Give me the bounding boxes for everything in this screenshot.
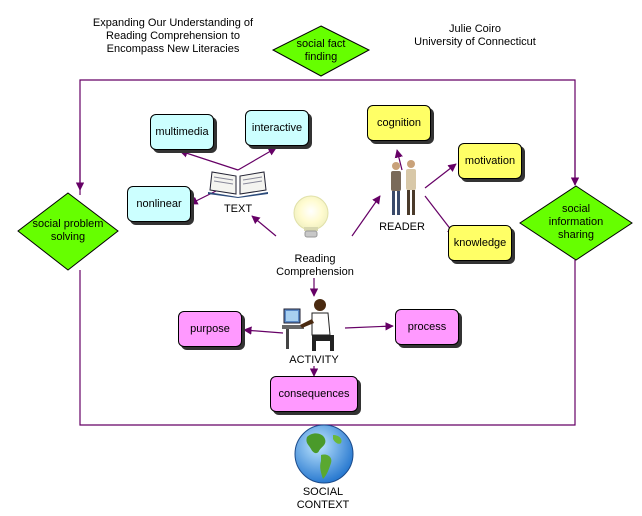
arrow-text-multimedia xyxy=(179,149,239,171)
title-line: Expanding Our Understanding of xyxy=(92,17,254,29)
author-block: Julie Coiro University of Connecticut xyxy=(405,23,545,49)
globe-icon xyxy=(294,424,354,484)
diamond-text: solving xyxy=(50,231,86,243)
arrow-center-text xyxy=(251,215,277,237)
diamond-text: social xyxy=(561,203,591,215)
diamond-text: social fact xyxy=(296,38,346,50)
lightbulb-icon xyxy=(293,195,329,238)
box-process: process xyxy=(395,309,459,345)
diamond-text: social problem xyxy=(32,218,104,230)
arrow-activity-purpose xyxy=(243,326,284,335)
arrow-activity-process xyxy=(344,322,394,331)
diamond-top-shape xyxy=(271,25,371,77)
social-context-label: SOCIAL CONTEXT xyxy=(285,486,361,512)
diamond-text: sharing xyxy=(557,229,595,241)
arrow-reader-cognition xyxy=(394,149,403,171)
author-name: Julie Coiro xyxy=(449,23,501,35)
diamond-text: information xyxy=(548,216,604,228)
arrow-text-nonlinear xyxy=(189,189,219,205)
reading-comprehension-label: Reading Comprehension xyxy=(270,253,360,279)
context-text: SOCIAL xyxy=(302,486,344,498)
diamond-text: finding xyxy=(304,51,338,63)
diagram-title: Expanding Our Understanding of Reading C… xyxy=(88,17,258,56)
diamond-left-shape xyxy=(17,192,119,271)
diamond-social-information-sharing: social information sharing xyxy=(530,203,622,242)
box-cognition: cognition xyxy=(367,105,431,141)
title-line: Encompass New Literacies xyxy=(106,43,240,55)
label-text: TEXT xyxy=(223,203,253,215)
open-book-icon xyxy=(208,171,268,198)
arrow-text-interactive xyxy=(237,147,277,171)
arrow-reader-motivation xyxy=(424,163,457,189)
box-nonlinear: nonlinear xyxy=(127,186,191,222)
label-reader: READER xyxy=(379,221,425,233)
diamond-social-fact-finding: social fact finding xyxy=(283,38,359,64)
context-text: CONTEXT xyxy=(296,499,350,511)
box-multimedia: multimedia xyxy=(150,114,214,150)
diamond-right-shape xyxy=(519,185,633,261)
box-motivation: motivation xyxy=(458,143,522,179)
center-text: Comprehension xyxy=(276,266,354,278)
readers-people-icon xyxy=(391,160,416,215)
box-purpose: purpose xyxy=(178,311,242,347)
diamond-social-problem-solving: social problem solving xyxy=(18,218,118,244)
author-affiliation: University of Connecticut xyxy=(414,36,536,48)
box-knowledge: knowledge xyxy=(448,225,512,261)
arrow-center-reader xyxy=(351,195,381,237)
center-text: Reading xyxy=(294,253,336,265)
box-interactive: interactive xyxy=(245,110,309,146)
box-consequences: consequences xyxy=(270,376,358,412)
title-line: Reading Comprehension to xyxy=(106,30,240,42)
person-at-computer-icon xyxy=(282,299,334,351)
label-activity: ACTIVITY xyxy=(289,354,339,366)
